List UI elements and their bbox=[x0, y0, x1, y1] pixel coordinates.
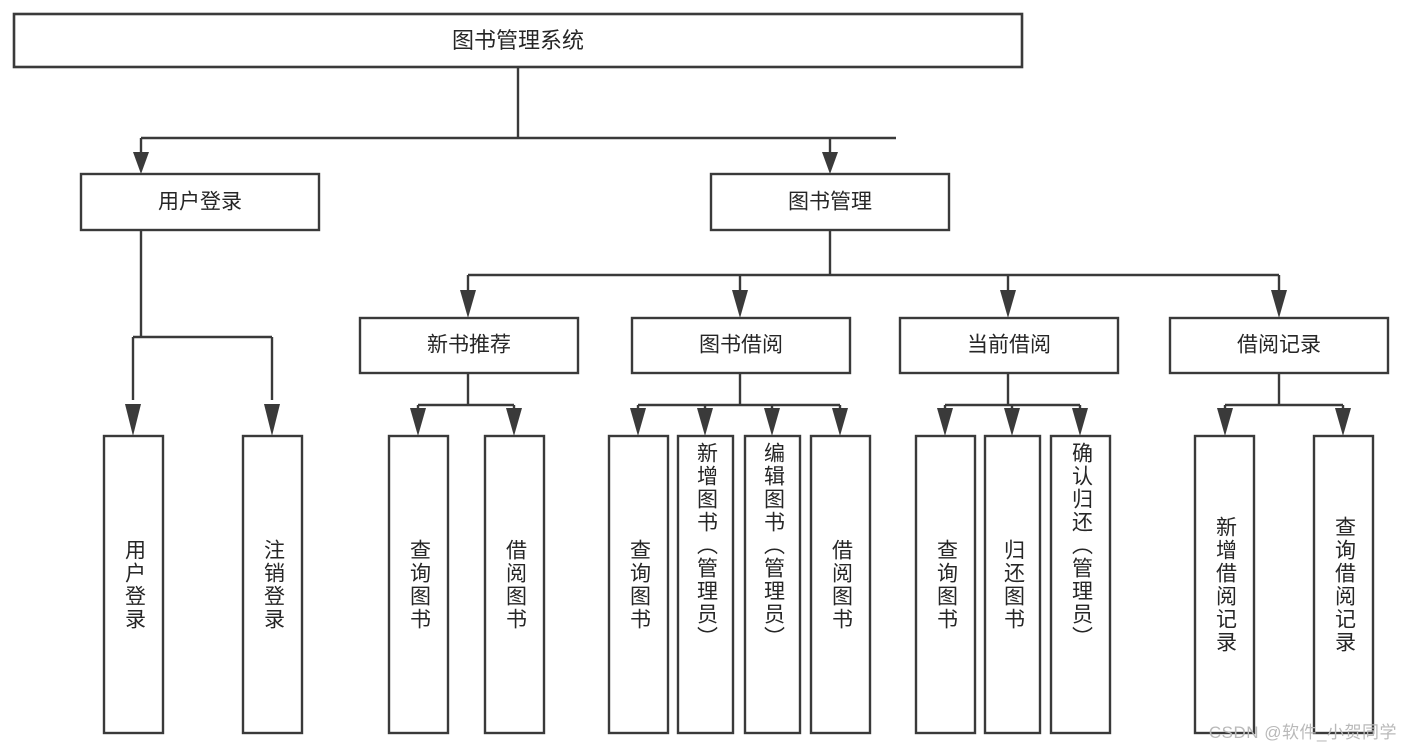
node-borrow-record-box[interactable] bbox=[1168, 316, 1390, 375]
node-current-borrow-box[interactable] bbox=[898, 316, 1120, 375]
leaf-box-7[interactable] bbox=[809, 434, 872, 735]
leaf-box-12[interactable] bbox=[1312, 434, 1375, 735]
leaf-box-1[interactable] bbox=[241, 434, 304, 735]
leaf-box-9[interactable] bbox=[983, 434, 1042, 735]
leaf-box-2[interactable] bbox=[387, 434, 450, 735]
arrow-head-leaf-11 bbox=[1217, 408, 1233, 436]
arrow-head-leaf-1 bbox=[264, 404, 280, 436]
arrow-head-leaf-12 bbox=[1335, 408, 1351, 436]
arrow-head-level2-2 bbox=[1000, 290, 1016, 318]
node-book-borrow-label: 图书借阅 bbox=[699, 334, 783, 357]
node-book-borrow[interactable]: 图书借阅 bbox=[630, 316, 852, 375]
node-root-box[interactable] bbox=[12, 12, 1024, 69]
arrow-head-leaf-5 bbox=[697, 408, 713, 436]
node-root-label: 图书管理系统 bbox=[452, 28, 584, 53]
arrow-head-leaf-9 bbox=[1004, 408, 1020, 436]
leaf-box-4[interactable] bbox=[607, 434, 670, 735]
csdn-watermark: CSDN @软件_小贺同学 bbox=[1208, 723, 1397, 742]
leaf-box-8[interactable] bbox=[914, 434, 977, 735]
node-book-management-box[interactable] bbox=[709, 172, 951, 232]
node-book-management[interactable]: 图书管理 bbox=[709, 172, 951, 232]
arrow-head-leaf-8 bbox=[937, 408, 953, 436]
node-user-login-box[interactable] bbox=[79, 172, 321, 232]
node-borrow-record[interactable]: 借阅记录 bbox=[1168, 316, 1390, 375]
leaf-box-11[interactable] bbox=[1193, 434, 1256, 735]
arrow-head-level2-3 bbox=[1271, 290, 1287, 318]
leaf-box-0[interactable] bbox=[102, 434, 165, 735]
arrow-head-user-login bbox=[133, 152, 149, 174]
node-user-login-label: 用户登录 bbox=[158, 191, 242, 214]
leaf-box-5[interactable] bbox=[676, 434, 735, 735]
arrow-head-book-mgmt bbox=[822, 152, 838, 174]
leaf-box-layer bbox=[102, 434, 1375, 735]
arrow-head-level2-1 bbox=[732, 290, 748, 318]
node-current-borrow-label: 当前借阅 bbox=[967, 334, 1051, 357]
arrow-head-leaf-10 bbox=[1072, 408, 1088, 436]
arrow-head-leaf-6 bbox=[764, 408, 780, 436]
leaf-box-3[interactable] bbox=[483, 434, 546, 735]
arrow-head-leaf-2 bbox=[410, 408, 426, 436]
node-new-book-recommend[interactable]: 新书推荐 bbox=[358, 316, 580, 375]
arrow-head-level2-0 bbox=[460, 290, 476, 318]
arrow-head-leaf-4 bbox=[630, 408, 646, 436]
arrow-head-leaf-3 bbox=[506, 408, 522, 436]
node-root[interactable]: 图书管理系统 bbox=[12, 12, 1024, 69]
node-borrow-record-label: 借阅记录 bbox=[1237, 334, 1321, 357]
node-new-book-recommend-box[interactable] bbox=[358, 316, 580, 375]
node-current-borrow[interactable]: 当前借阅 bbox=[898, 316, 1120, 375]
connector-layer bbox=[125, 67, 1351, 436]
arrow-head-leaf-7 bbox=[832, 408, 848, 436]
node-user-login[interactable]: 用户登录 bbox=[79, 172, 321, 232]
node-book-management-label: 图书管理 bbox=[788, 191, 872, 214]
node-new-book-recommend-label: 新书推荐 bbox=[427, 334, 511, 357]
node-book-borrow-box[interactable] bbox=[630, 316, 852, 375]
leaf-box-10[interactable] bbox=[1049, 434, 1112, 735]
leaf-box-6[interactable] bbox=[743, 434, 802, 735]
arrow-head-leaf-0 bbox=[125, 404, 141, 436]
